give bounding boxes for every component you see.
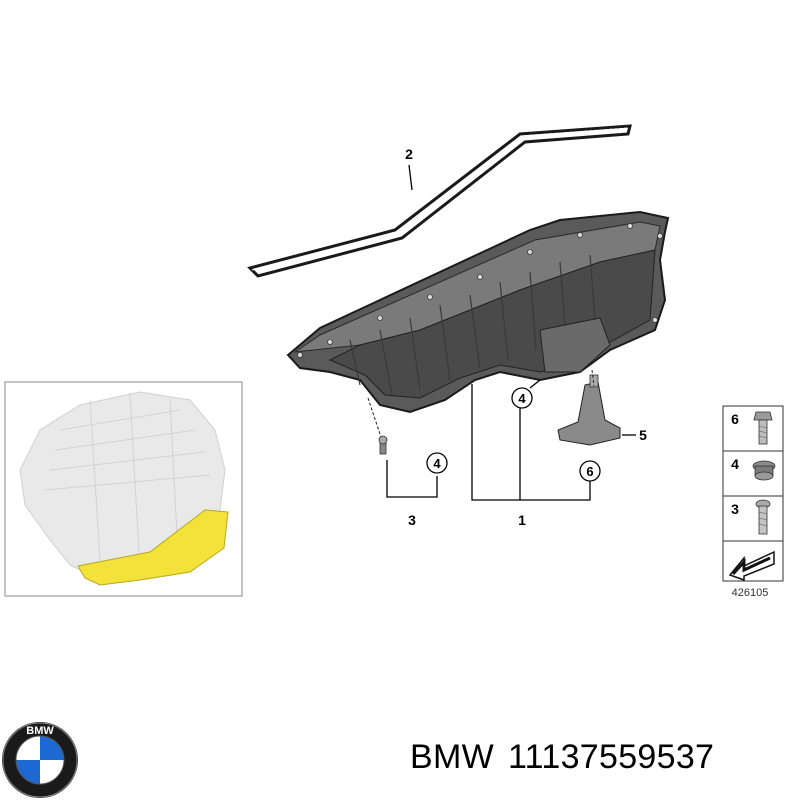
- callout-gasket: 2: [405, 146, 413, 162]
- callout-bolt: 6: [586, 464, 593, 479]
- bmw-logo: BMW: [2, 722, 78, 798]
- logo-letters: BMW: [26, 725, 54, 737]
- callout-circle-plug-a: [511, 387, 533, 409]
- screw-part: [367, 397, 388, 455]
- screw-icon: [755, 499, 771, 535]
- engine-overview-panel: [4, 381, 243, 597]
- brand-name: BMW: [410, 738, 494, 776]
- drain-plug-icon: [752, 460, 776, 481]
- legend-cell-bolt: [722, 405, 784, 452]
- oil-pan-part: [286, 210, 670, 414]
- oil-pan-highlight: [77, 509, 229, 586]
- part-title: BMW 11137559537: [410, 738, 728, 777]
- direction-arrow-icon: [728, 550, 775, 582]
- legend-panel: 6 4 3: [722, 405, 784, 582]
- gasket-part: [247, 124, 632, 278]
- diagram-number: 426105: [732, 587, 769, 599]
- legend-num-screw: 3: [731, 501, 739, 517]
- callout-circle-bolt: [579, 460, 601, 482]
- callout-screw-assembly: 3: [408, 512, 416, 528]
- callout-plug-a: 4: [518, 391, 526, 406]
- callout-circle-plug-b: [426, 452, 448, 474]
- part-number: 11137559537: [508, 738, 715, 776]
- callout-sensor: 5: [639, 427, 647, 443]
- callout-plug-b: 4: [433, 456, 441, 471]
- legend-num-plug: 4: [731, 456, 739, 472]
- leader-lines: [386, 164, 636, 501]
- oil-level-sensor-part: [557, 369, 621, 446]
- hex-bolt-icon: [753, 411, 773, 445]
- legend-num-bolt: 6: [731, 411, 739, 427]
- callout-oil-pan: 1: [518, 512, 526, 528]
